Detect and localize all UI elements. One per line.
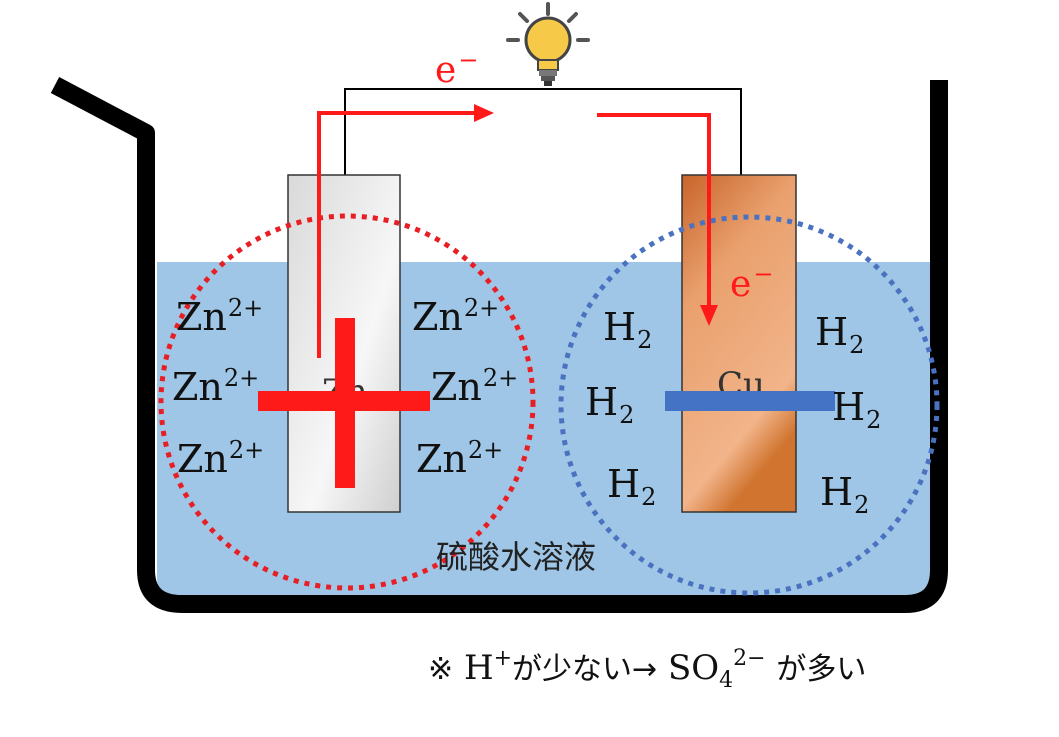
zinc-ion: Zn2+ [172, 364, 260, 409]
electron-flow-arrow-left [317, 104, 494, 358]
beaker [50, 77, 948, 613]
solution-label: 硫酸水溶液 [436, 538, 597, 576]
copper-plate [681, 174, 797, 513]
hydrogen-molecule: H2 [832, 385, 882, 434]
hydrogen-molecule: H2 [815, 310, 865, 359]
copper-electrode-label: Cu [717, 365, 765, 405]
external-wire [344, 88, 742, 175]
zinc-ion-region [158, 213, 536, 591]
zinc-ion: Zn2+ [412, 294, 500, 339]
hydrogen-molecule: H2 [820, 470, 870, 519]
zinc-ion: Zn2+ [431, 364, 519, 409]
hydrogen-molecule: H2 [603, 305, 653, 354]
zinc-ion: Zn2+ [416, 436, 504, 481]
zinc-ion: Zn2+ [177, 436, 265, 481]
hydrogen-region [558, 214, 940, 596]
zinc-electrode-label: Zn [322, 372, 368, 412]
zinc-ion: Zn2+ [176, 294, 264, 339]
footnote: ※ H+が少ない→ SO42− が多い [428, 646, 867, 693]
zinc-plate [287, 174, 401, 513]
electron-flow-arrow-right [597, 113, 718, 326]
hydrogen-molecule: H2 [607, 462, 657, 511]
electron-label-copper: e− [730, 260, 774, 305]
electron-label-wire: e− [435, 46, 479, 91]
hydrogen-molecule: H2 [585, 380, 635, 429]
light-bulb-icon [506, 2, 590, 86]
